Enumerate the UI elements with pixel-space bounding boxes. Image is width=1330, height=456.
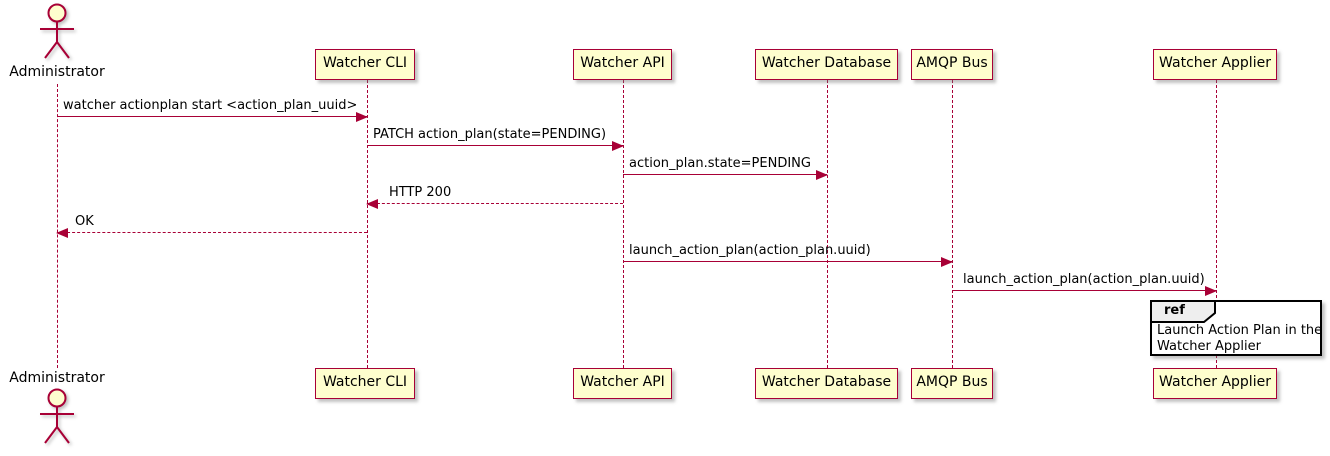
- message-label: HTTP 200: [389, 185, 452, 200]
- actor-icon-administrator-bottom: [40, 388, 74, 444]
- ref-tab-icon: [1150, 300, 1216, 323]
- lifeline-watcher-api: [623, 80, 624, 368]
- ref-text: Launch Action Plan in the Watcher Applie…: [1157, 323, 1322, 355]
- participant-watcher-api-top: Watcher API: [573, 49, 672, 80]
- lifeline-amqp-bus: [952, 80, 953, 368]
- message-line: [57, 232, 367, 233]
- message-http-200: HTTP 200: [366, 183, 623, 209]
- ref-keyword: ref: [1164, 303, 1185, 318]
- message-state-pending: action_plan.state=PENDING: [623, 154, 828, 180]
- message-launch-action-plan-amqp: launch_action_plan(action_plan.uuid): [952, 270, 1217, 296]
- actor-label-administrator-bottom: Administrator: [9, 370, 105, 386]
- participant-amqp-bus-top: AMQP Bus: [911, 49, 993, 80]
- participant-watcher-applier-top: Watcher Applier: [1153, 49, 1277, 80]
- lifeline-watcher-applier: [1216, 80, 1217, 368]
- arrowhead-right-icon: [1205, 286, 1217, 296]
- message-line: [367, 203, 623, 204]
- message-line: [952, 290, 1216, 291]
- arrowhead-right-icon: [612, 141, 624, 151]
- message-line: [623, 174, 827, 175]
- arrowhead-left-icon: [366, 199, 378, 209]
- ref-fragment: ref Launch Action Plan in the Watcher Ap…: [1150, 300, 1322, 356]
- participant-watcher-cli-top: Watcher CLI: [315, 49, 415, 80]
- message-label: OK: [75, 214, 94, 229]
- message-label: launch_action_plan(action_plan.uuid): [629, 243, 871, 258]
- participant-watcher-database-top: Watcher Database: [755, 49, 898, 80]
- participant-watcher-applier-bottom: Watcher Applier: [1153, 368, 1277, 399]
- message-line: [623, 261, 952, 262]
- arrowhead-right-icon: [356, 112, 368, 122]
- lifeline-watcher-database: [827, 80, 828, 368]
- message-label: launch_action_plan(action_plan.uuid): [963, 272, 1205, 287]
- ref-text-line: Launch Action Plan in the: [1157, 323, 1323, 338]
- message-patch-action-plan: PATCH action_plan(state=PENDING): [367, 125, 624, 151]
- message-label: action_plan.state=PENDING: [629, 156, 811, 171]
- participant-watcher-database-bottom: Watcher Database: [755, 368, 898, 399]
- actor-icon-administrator-top: [40, 3, 74, 59]
- actor-label-administrator-top: Administrator: [9, 64, 105, 80]
- message-ok: OK: [56, 212, 367, 238]
- message-actionplan-start: watcher actionplan start <action_plan_uu…: [57, 96, 368, 122]
- message-label: watcher actionplan start <action_plan_uu…: [63, 98, 358, 113]
- message-line: [57, 116, 367, 117]
- participant-amqp-bus-bottom: AMQP Bus: [911, 368, 993, 399]
- participant-watcher-cli-bottom: Watcher CLI: [315, 368, 415, 399]
- message-label: PATCH action_plan(state=PENDING): [373, 127, 607, 142]
- arrowhead-right-icon: [941, 257, 953, 267]
- lifeline-watcher-cli: [367, 80, 368, 368]
- participant-watcher-api-bottom: Watcher API: [573, 368, 672, 399]
- message-line: [367, 145, 623, 146]
- arrowhead-right-icon: [816, 170, 828, 180]
- ref-text-line: Watcher Applier: [1157, 339, 1261, 354]
- lifeline-administrator: [57, 84, 58, 368]
- arrowhead-left-icon: [56, 228, 68, 238]
- message-launch-action-plan-api: launch_action_plan(action_plan.uuid): [623, 241, 953, 267]
